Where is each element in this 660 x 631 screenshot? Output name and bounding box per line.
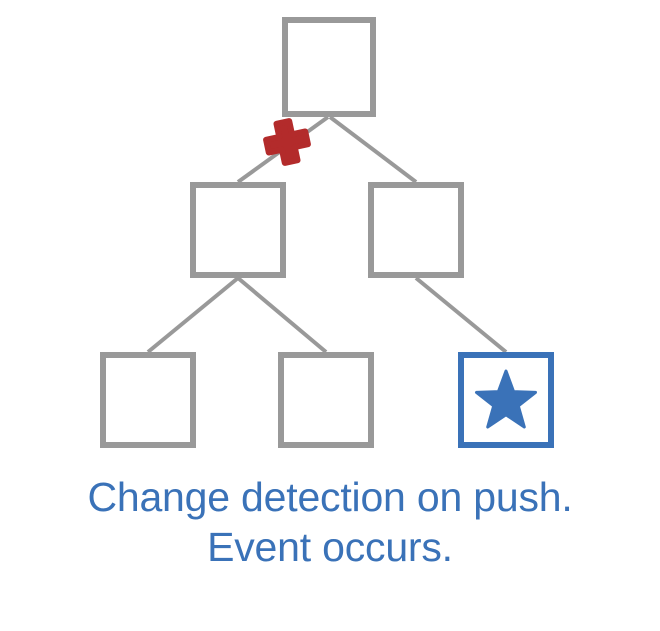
level2-left-node[interactable] <box>100 352 196 448</box>
level1-left-node[interactable] <box>190 182 286 278</box>
edge-level1-left-to-level2-left <box>146 276 240 354</box>
cross-icon <box>263 118 311 166</box>
edge-layer <box>146 115 508 354</box>
level2-middle-node[interactable] <box>278 352 374 448</box>
root-node[interactable] <box>282 17 376 117</box>
edge-level1-left-to-level2-middle <box>236 276 328 354</box>
edge-root-to-level1-right <box>328 115 418 184</box>
node-layer <box>100 17 554 448</box>
level1-right-node[interactable] <box>368 182 464 278</box>
star-icon <box>475 369 537 429</box>
edge-level1-right-to-level2-star <box>414 276 508 354</box>
